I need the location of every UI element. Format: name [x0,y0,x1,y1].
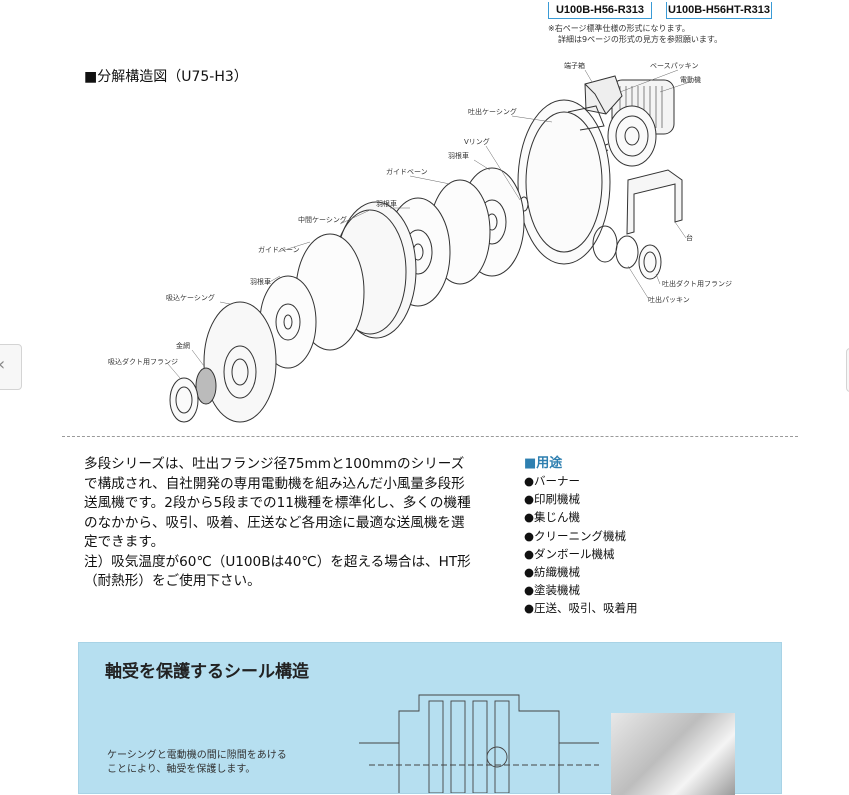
seal-structure-title: 軸受を保護するシール構造 [105,662,309,682]
description-note: 注）吸気温度が60℃（U100Bは40℃）を超える場合は、HT形（耐熱形）をご使… [84,553,471,590]
list-item: ●クリーニング機械 [524,528,627,543]
label-suction-casing: 吸込ケーシング [166,293,215,302]
label-suction-flange: 吸込ダクト用フランジ [108,357,178,366]
seal-structure-drawing [359,694,599,793]
label-guide-vane-1: ガイドベーン [386,167,428,176]
label-middle-casing: 中間ケーシング [298,215,347,224]
exploded-view-title: ■分解構造図（U75-H3） [84,69,248,85]
uses-list: ●バーナー ●印刷機械 ●集じん機 ●クリーニング機械 ●ダンボール機械 ●紡織… [524,472,638,618]
list-item: ●バーナー [524,474,581,488]
label-discharge-packing: 吐出パッキン [648,295,690,304]
section-divider [62,436,798,437]
label-guide-vane-2: ガイドベーン [258,245,300,254]
uses-title: ■用途 [524,456,563,471]
list-item: ●圧送、吸引、吸着用 [524,601,638,616]
label-impeller-2: 羽根車 [376,199,397,208]
label-impeller-3: 羽根車 [250,277,271,286]
note-standard-spec: ※右ページ標準仕様の形式になります。 [548,24,690,33]
series-description: 多段シリーズは、吐出フランジ径75mmと100mmのシリーズで構成され、自社開発… [84,455,474,592]
list-item: ●印刷機械 [524,492,581,507]
list-item: ●塗装機械 [524,583,581,598]
model-code-heat-resistant: U100B-H56HT-R313 [666,2,772,19]
description-paragraph: 多段シリーズは、吐出フランジ径75mmと100mmのシリーズで構成され、自社開発… [84,456,471,550]
label-base-packing: ベースパッキン [650,62,698,70]
label-discharge-flange: 吐出ダクト用フランジ [662,279,732,288]
label-motor: 電動機 [680,75,701,84]
model-code-standard: U100B-H56-R313 [548,2,652,19]
seal-structure-panel: 軸受を保護するシール構造 ケーシングと電動機の間に隙間をあける ことにより、軸受… [78,642,782,795]
note-see-page-9: 詳細は9ページの形式の見方を参照願います。 [558,35,723,44]
chevron-left-icon[interactable]: ‹ [0,354,5,375]
label-v-ring: Vリング [464,137,490,146]
label-stand: 台 [686,233,693,242]
list-item: ●紡織機械 [524,565,581,580]
seal-text-line-1: ケーシングと電動機の間に隙間をあける [107,750,287,761]
seal-text-line-2: ことにより、軸受を保護します。 [107,764,256,775]
label-impeller-1: 羽根車 [448,151,469,160]
next-page-tab[interactable] [846,348,849,392]
seal-structure-text: ケーシングと電動機の間に隙間をあける ことにより、軸受を保護します。 [107,749,287,777]
list-item: ●集じん機 [524,510,581,525]
label-terminal-box: 端子箱 [564,61,585,70]
label-discharge-casing: 吐出ケーシング [468,107,517,116]
exploded-diagram: 端子箱 ベースパッキン 電動機 吐出ケーシング Vリング 羽根車 ガイドベーン … [108,61,732,423]
seal-photo [611,713,735,795]
label-wire-mesh: 金網 [176,341,190,350]
prev-page-tab[interactable] [0,344,22,390]
list-item: ●ダンボール機械 [524,546,615,561]
